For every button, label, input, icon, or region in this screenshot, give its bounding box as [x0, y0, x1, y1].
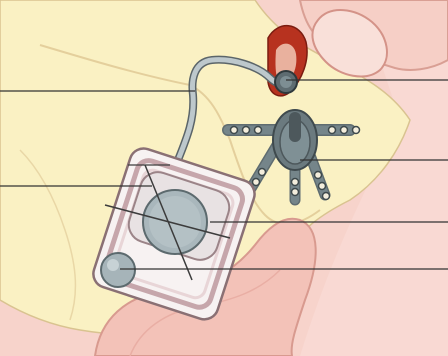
magnet-highlight: [107, 259, 119, 271]
cochlea-electrode-tip-inner: [280, 76, 292, 88]
magnet: [101, 253, 135, 287]
